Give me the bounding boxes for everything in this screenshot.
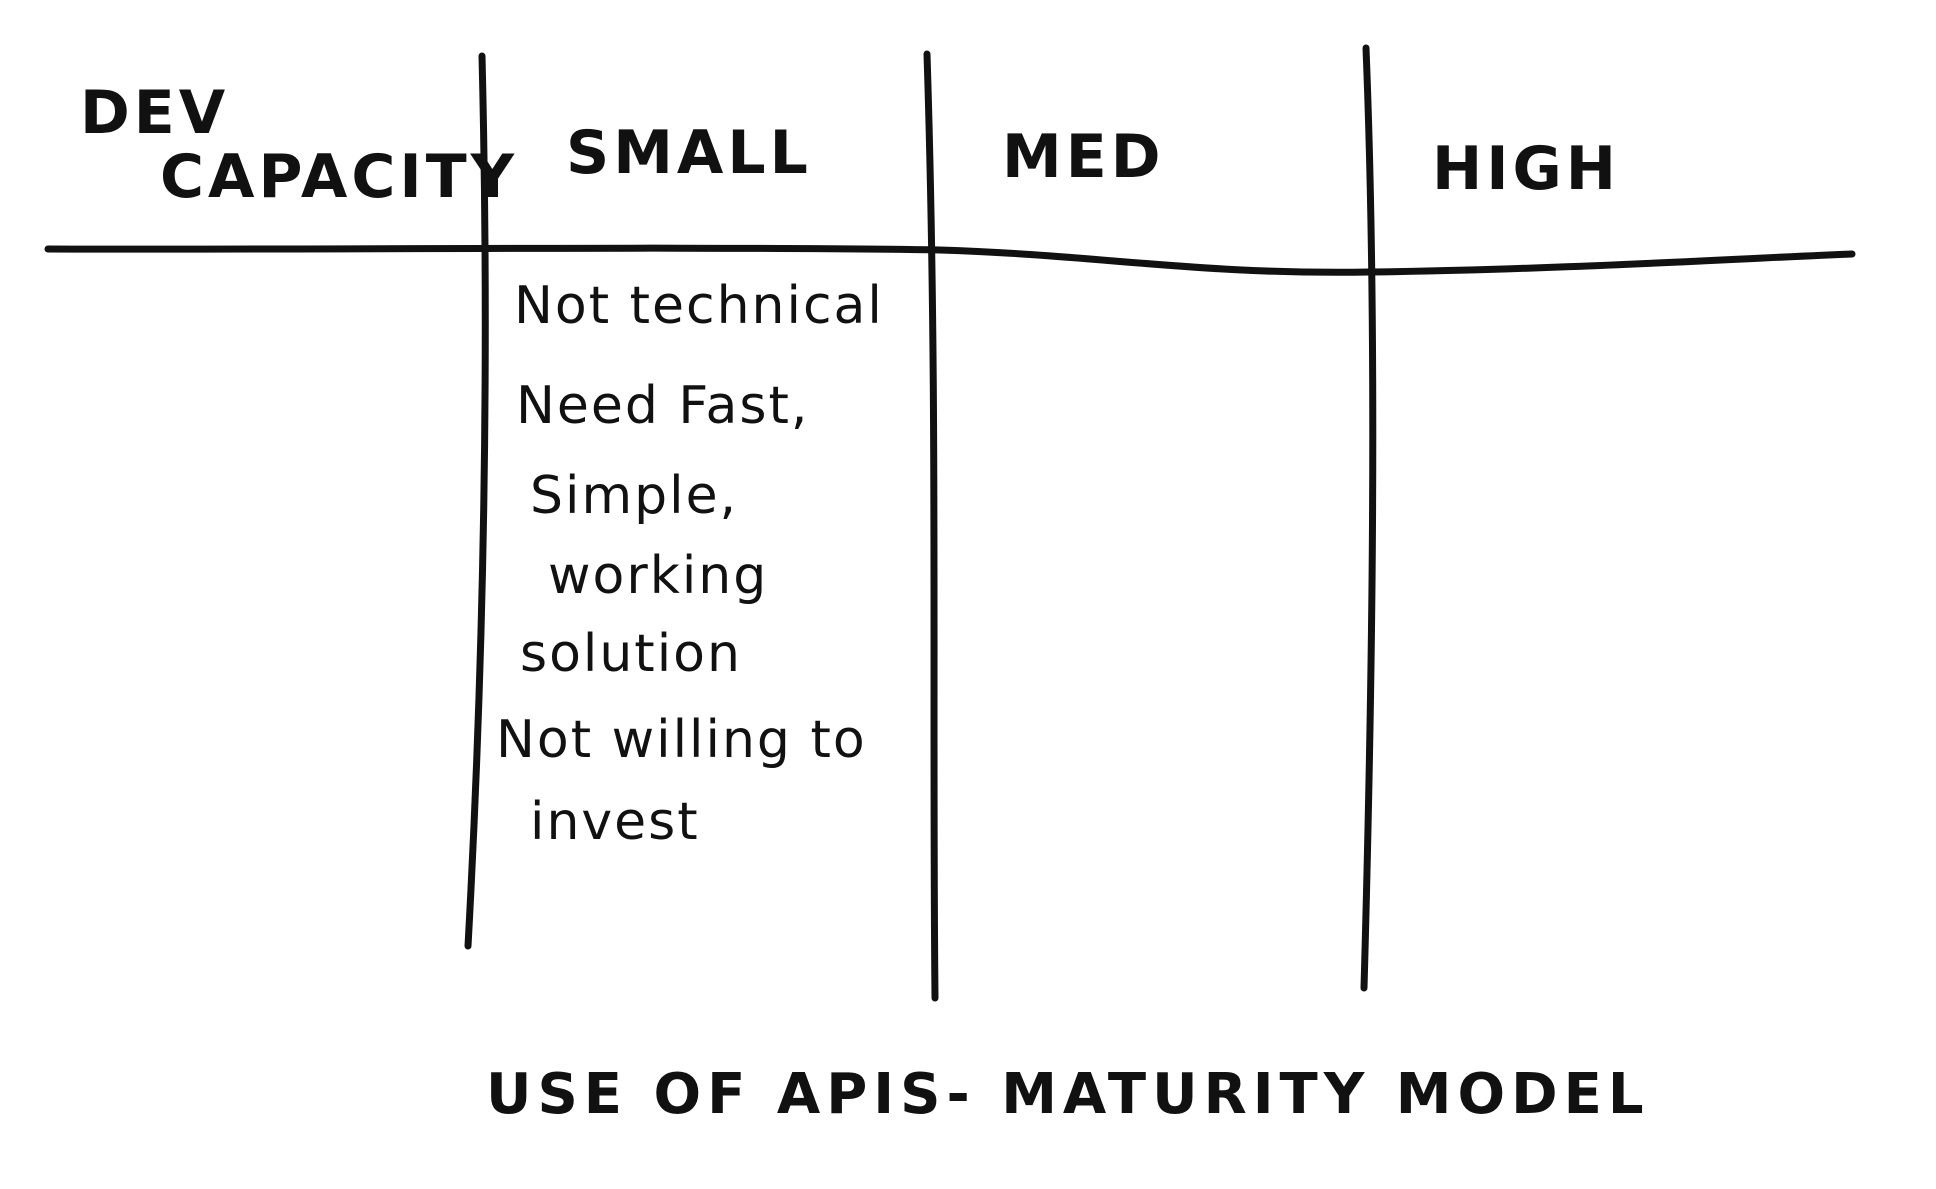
note-not-willing: Not willing to — [496, 710, 867, 770]
note-not-technical: Not technical — [514, 276, 884, 336]
row-header-capacity: CAPACITY — [160, 142, 519, 212]
note-simple: Simple, — [530, 466, 739, 526]
note-invest: invest — [530, 792, 700, 852]
column-header-high: HIGH — [1432, 134, 1621, 204]
note-solution: solution — [520, 624, 742, 684]
row-header-dev: DEV — [80, 78, 230, 148]
header-divider-line — [44, 244, 1856, 276]
note-need-fast: Need Fast, — [516, 376, 810, 436]
column-header-med: MED — [1002, 122, 1165, 192]
column-divider-2 — [923, 50, 939, 1002]
column-divider-3 — [1360, 44, 1377, 992]
column-divider-1 — [464, 52, 489, 950]
diagram-caption: USE OF APIS- MATURITY MODEL — [486, 1062, 1650, 1127]
column-header-small: SMALL — [566, 118, 812, 188]
note-working: working — [548, 546, 769, 606]
